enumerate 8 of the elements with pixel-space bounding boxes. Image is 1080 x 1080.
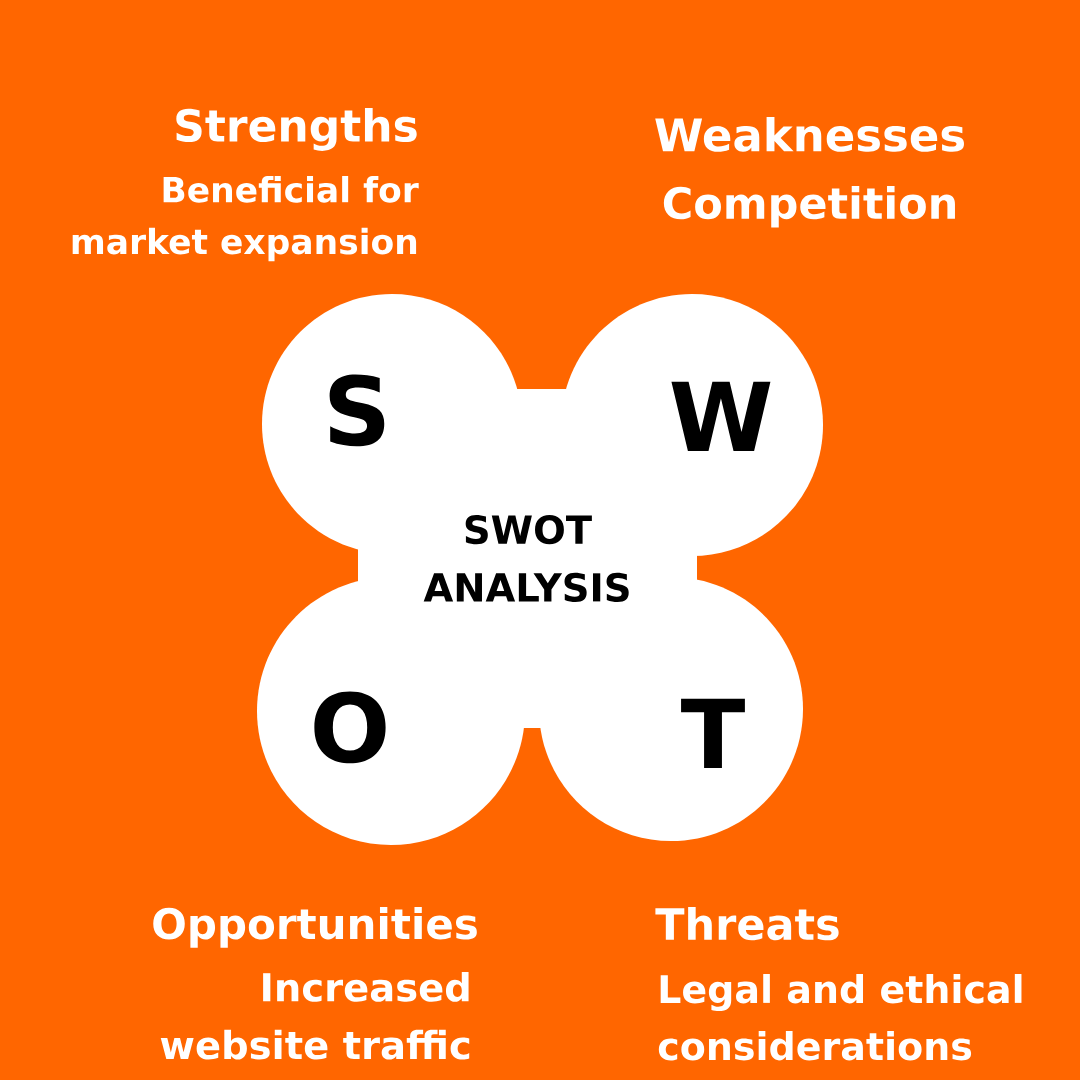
heading: Strengths: [176, 108, 417, 151]
description: Legal and ethical considerations: [658, 974, 1022, 1061]
description: Beneficial for market expansion: [72, 176, 419, 262]
description: Increased website traffic: [160, 972, 470, 1060]
description: Competition: [663, 186, 955, 228]
heading: Threats: [655, 907, 839, 941]
heading: Weaknesses: [655, 117, 964, 152]
heading: Opportunities: [153, 907, 477, 948]
